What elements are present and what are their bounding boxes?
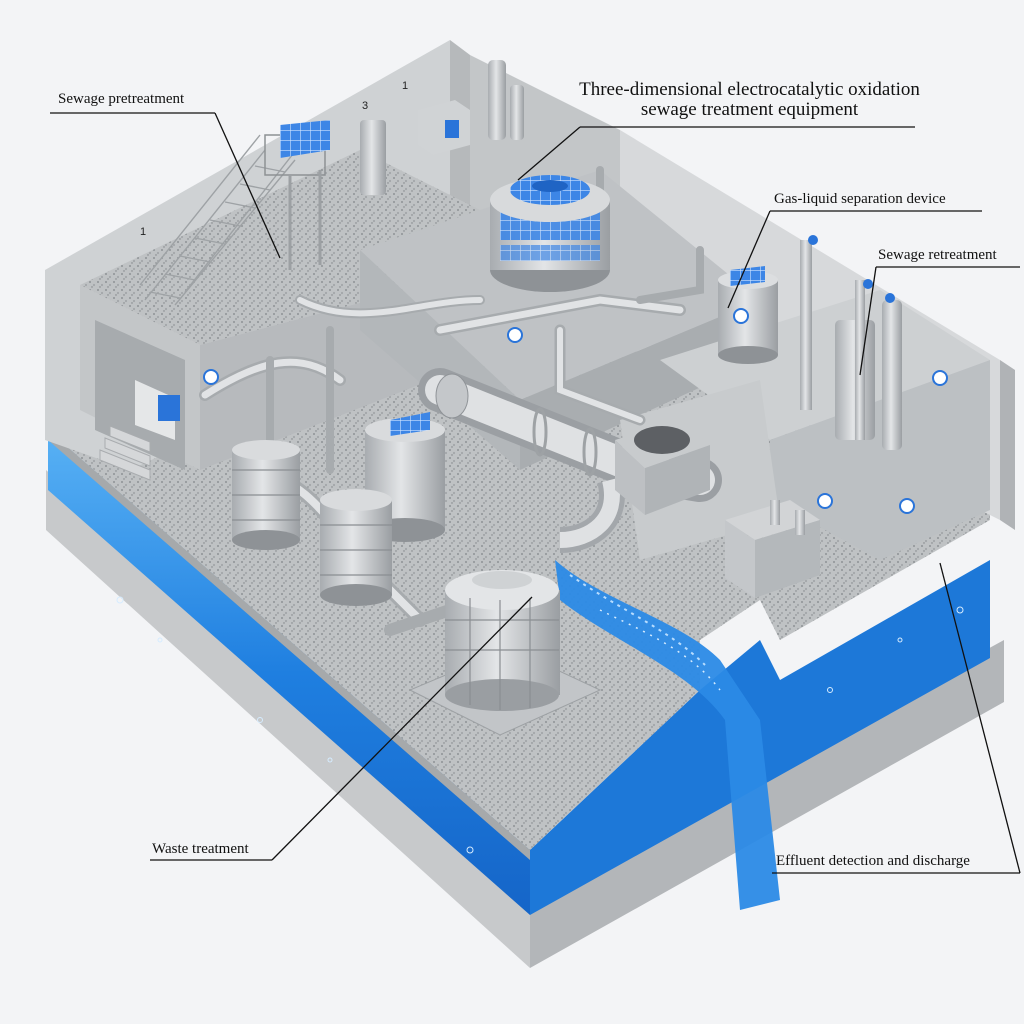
wall-badges	[203, 327, 948, 514]
wall-sign	[158, 395, 180, 421]
left-tank-1	[232, 440, 300, 550]
electrocatalytic-reactor	[490, 175, 610, 292]
label-sewage-retreatment: Sewage retreatment	[878, 247, 997, 263]
wall-number: 3	[362, 100, 369, 112]
small-skid	[725, 500, 820, 598]
left-tank-2	[320, 489, 392, 606]
water-channel	[555, 560, 780, 910]
gas-liquid-separator	[718, 266, 778, 364]
entry-steps	[99, 425, 151, 481]
wall-number: 1	[140, 226, 147, 238]
water-front-left	[48, 430, 530, 915]
label-sewage-pretreatment: Sewage pretreatment	[58, 91, 185, 107]
wall-number: 1	[402, 80, 409, 92]
title-line-2: sewage treatment equipment	[640, 98, 859, 120]
pretreatment-unit	[264, 60, 524, 270]
title-line-1: Three-dimensional electrocatalytic oxida…	[579, 79, 920, 100]
sludge-hopper	[615, 420, 710, 515]
retreatment-columns	[800, 235, 902, 450]
label-effluent-detection: Effluent detection and discharge	[776, 853, 970, 869]
leader-lines	[50, 112, 1021, 874]
label-title: Three-dimensional electrocatalytic oxida…	[552, 80, 947, 120]
label-gas-liquid-separation: Gas-liquid separation device	[774, 191, 946, 207]
waste-treatment-tank	[408, 570, 602, 736]
label-waste-treatment: Waste treatment	[152, 841, 249, 857]
water-bubbles	[116, 596, 964, 854]
stairs	[139, 134, 301, 306]
